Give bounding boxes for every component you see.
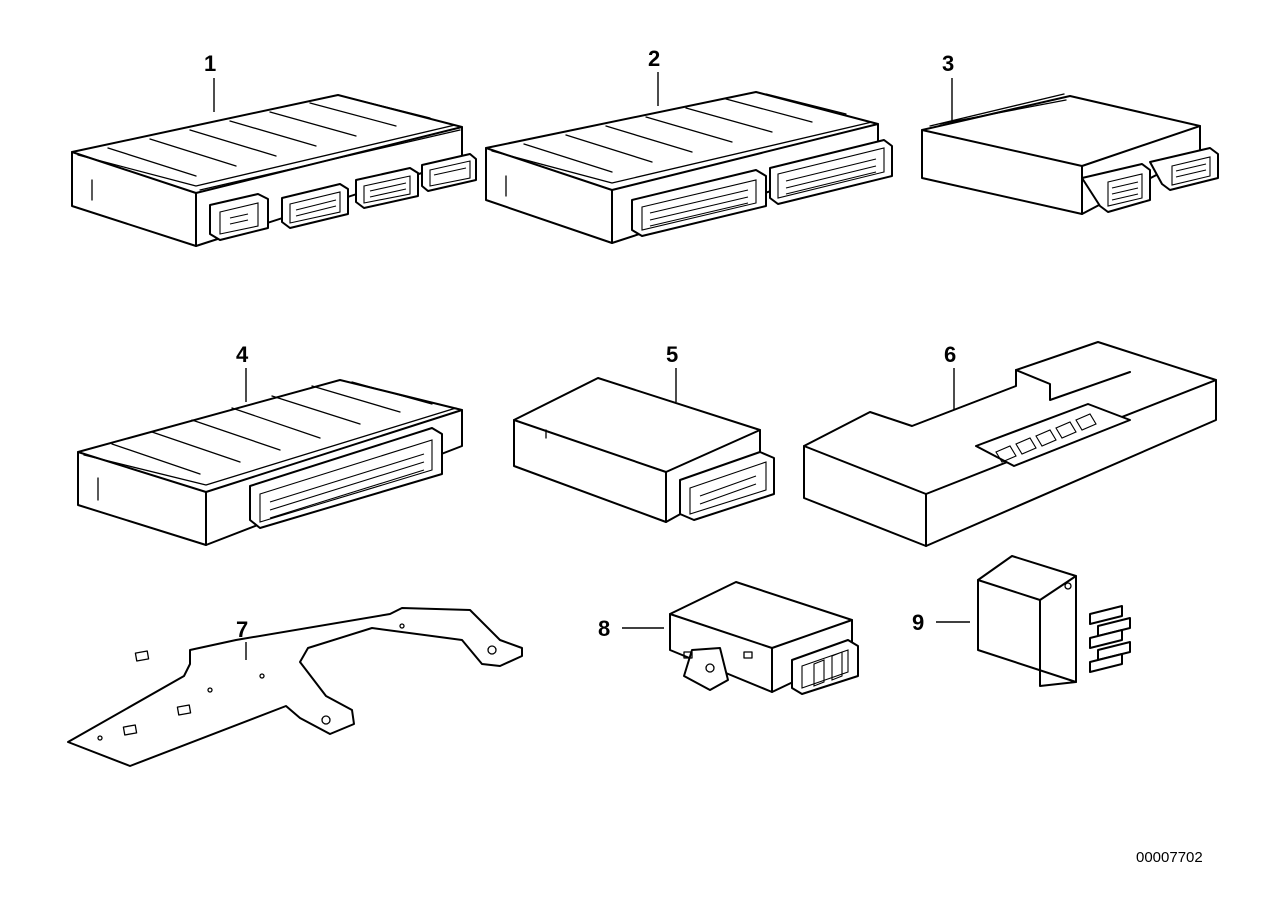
callout-7: 7 [236,617,248,642]
callout-5: 5 [666,342,678,367]
stepped-control-unit-icon [803,341,1217,547]
callout-9: 9 [912,610,924,635]
document-number: 00007702 [1136,849,1203,866]
callout-6: 6 [944,342,956,367]
small-control-module-icon [921,93,1219,215]
part-3-control-module[interactable]: 3 [921,51,1219,215]
plug-in-relay-icon [977,555,1131,687]
part-4-control-module[interactable]: 4 [77,342,463,546]
mounting-bracket-icon [67,607,523,767]
callout-3: 3 [942,51,954,76]
callout-1: 1 [204,51,216,76]
part-1-control-module[interactable]: 1 [71,51,477,247]
part-7-mounting-bracket[interactable]: 7 [67,607,523,767]
control-module-two-connectors-icon [485,91,893,244]
part-8-small-relay[interactable]: 8 [598,581,859,695]
part-5-relay-module[interactable]: 5 [513,342,775,523]
callout-2: 2 [648,46,660,71]
control-module-single-connector-icon [77,379,463,546]
part-9-plug-in-relay[interactable]: 9 [912,555,1131,687]
callout-4: 4 [236,342,249,367]
callout-8: 8 [598,616,610,641]
relay-module-icon [513,377,775,523]
part-6-control-unit[interactable]: 6 [803,341,1217,547]
control-module-four-connectors-icon [71,94,477,247]
part-2-control-module[interactable]: 2 [485,46,893,244]
small-relay-with-bracket-icon [669,581,859,695]
